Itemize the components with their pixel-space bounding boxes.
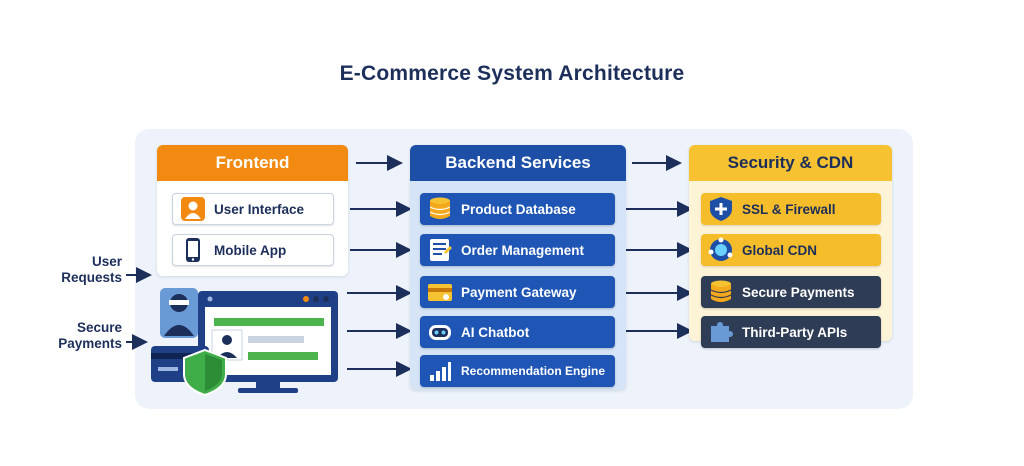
backend-item-ai-chatbot[interactable]: AI Chatbot (420, 316, 615, 348)
diagram-title: E-Commerce System Architecture (339, 62, 685, 85)
database-icon (710, 280, 732, 302)
backend-item-order-management[interactable]: Order Management (420, 234, 615, 266)
backend-header: Backend Services (410, 145, 626, 181)
security-item-global-cdn[interactable]: Global CDN (701, 234, 881, 266)
security-item-third-party-apis[interactable]: Third-Party APIs (701, 316, 881, 348)
shield-icon (710, 197, 732, 221)
puzzle-icon (711, 322, 733, 342)
backend-item-payment-gateway[interactable]: Payment Gateway (420, 276, 615, 308)
user-icon (181, 197, 205, 221)
globe-icon (708, 237, 733, 261)
secure-payments-label: Secure Payments (58, 320, 122, 351)
document-icon (430, 239, 452, 261)
backend-column: Backend Services (410, 145, 626, 390)
security-header: Security & CDN (689, 145, 892, 181)
monitor-icon (198, 291, 338, 393)
backend-item-recommendation-engine[interactable]: Recommendation Engine (420, 355, 615, 387)
credit-card-icon (428, 284, 452, 301)
frontend-item-user-interface[interactable]: User Interface (172, 193, 334, 225)
user-requests-label: User Requests (61, 254, 122, 285)
mobile-phone-icon (186, 238, 200, 262)
security-item-ssl-firewall[interactable]: SSL & Firewall (701, 193, 881, 225)
bar-chart-icon (430, 362, 451, 381)
database-icon (429, 197, 451, 219)
frontend-header: Frontend (157, 145, 348, 181)
robot-icon (429, 325, 451, 340)
security-item-secure-payments[interactable]: Secure Payments (701, 276, 881, 308)
user-avatar-icon (160, 288, 198, 338)
frontend-item-mobile-app[interactable]: Mobile App (172, 234, 334, 266)
shield-icon (183, 348, 227, 397)
backend-item-product-database[interactable]: Product Database (420, 193, 615, 225)
